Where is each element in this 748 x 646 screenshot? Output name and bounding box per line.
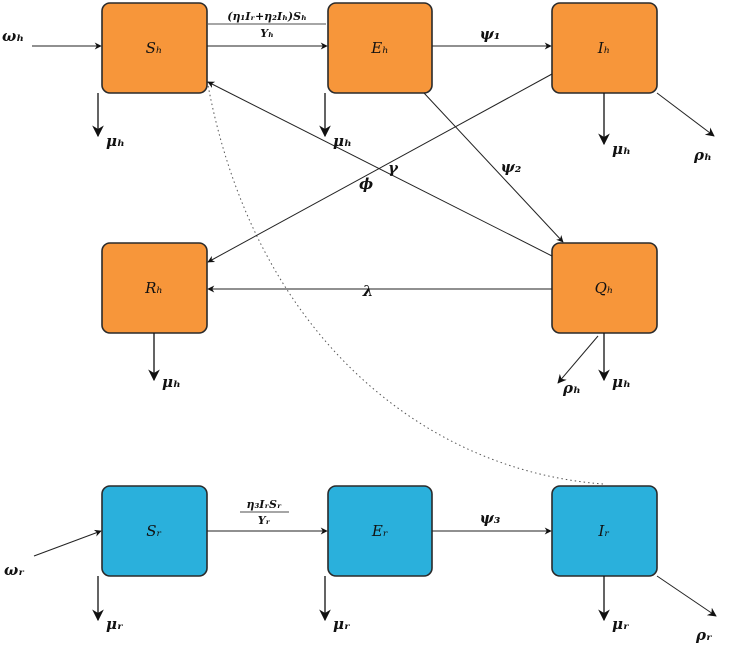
node-Er-label: Eᵣ	[371, 522, 388, 540]
rodent-to-human-interaction-curve	[205, 73, 604, 485]
node-Sh-label: Sₕ	[146, 39, 163, 57]
rate-mu-h-Sh: μₕ	[106, 132, 125, 150]
rate-gamma: γ	[388, 159, 399, 177]
rate-rho-h-Ih: ρₕ	[693, 146, 712, 164]
rate-psi2: ψ₂	[501, 158, 522, 176]
node-Sr-label: Sᵣ	[146, 522, 161, 540]
edge-Ih-Rh	[207, 73, 553, 263]
edge-Qh-Sh	[207, 81, 553, 257]
edge-Eh-Qh	[423, 92, 564, 243]
rate-psi1: ψ₁	[480, 25, 501, 43]
rate-mu-h-Eh: μₕ	[333, 132, 352, 150]
rate-mu-h-Ih: μₕ	[612, 140, 631, 158]
node-Ih-label: Iₕ	[597, 39, 610, 57]
edge-disease-death-Ir	[656, 575, 717, 617]
edge-recruitment-r	[33, 529, 102, 557]
rate-mu-r-Ir: μᵣ	[612, 615, 630, 633]
rate-phi: ϕ	[359, 175, 373, 193]
edge-disease-death-Ih	[656, 92, 715, 137]
node-Rh-label: Rₕ	[144, 279, 163, 297]
node-Qh-label: Qₕ	[595, 279, 614, 297]
rate-infection-r-denominator: Υᵣ	[258, 514, 271, 527]
node-Eh-box	[327, 2, 433, 94]
rate-psi3: ψ₃	[480, 509, 501, 527]
rate-rho-h-Qh: ρₕ	[562, 379, 581, 397]
rate-rho-r-Ir: ρᵣ	[695, 626, 713, 644]
node-Ir-label: Iᵣ	[597, 522, 609, 540]
rate-infection-h-numerator: (η₁Iᵣ+η₂Iₕ)Sₕ	[227, 10, 307, 23]
edge-disease-death-Qh	[557, 335, 599, 384]
rate-infection-h-denominator: Υₕ	[260, 27, 274, 40]
rate-mu-h-Qh: μₕ	[612, 373, 631, 391]
rate-mu-r-Er: μᵣ	[333, 615, 351, 633]
node-Sh-box	[101, 2, 208, 94]
rate-lambda: λ	[362, 282, 374, 300]
node-Eh-label: Eₕ	[370, 39, 388, 57]
rate-infection-r-numerator: η₃IᵣSᵣ	[246, 498, 281, 511]
rate-omega-h: ωₕ	[2, 27, 24, 45]
rate-omega-r: ωᵣ	[4, 561, 25, 579]
rate-mu-r-Sr: μᵣ	[106, 615, 124, 633]
rate-mu-h-Rh: μₕ	[162, 373, 181, 391]
